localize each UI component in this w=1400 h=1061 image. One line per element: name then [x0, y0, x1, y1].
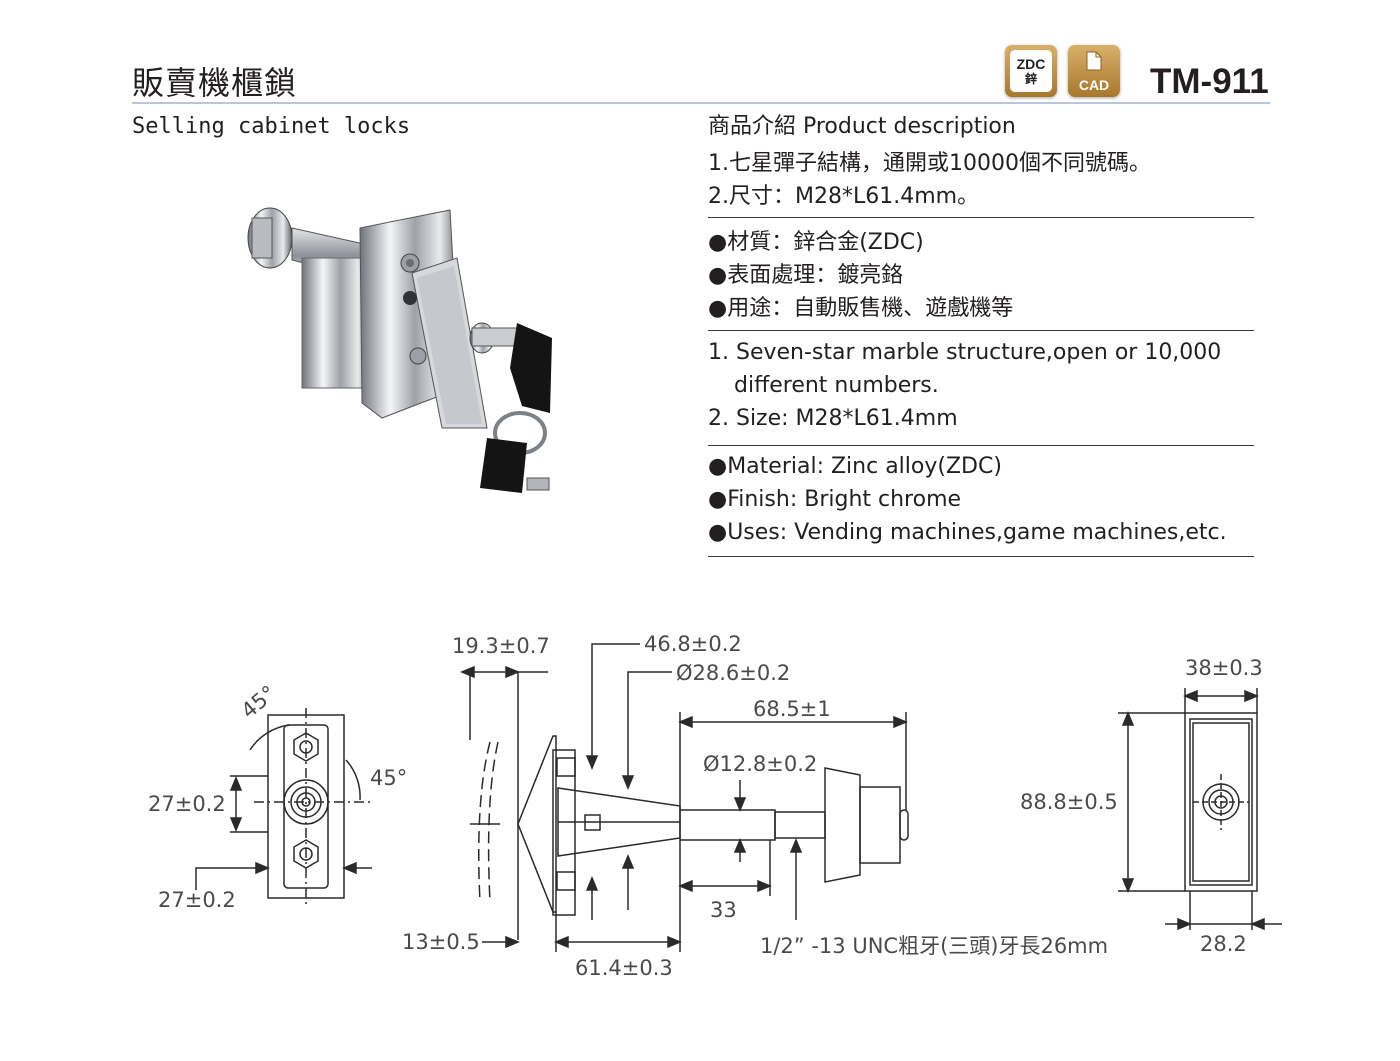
list-item: ●表面處理：鍍亮鉻 — [708, 263, 904, 288]
rear-view — [1118, 688, 1282, 931]
badge-zdc-label: ZDC — [1016, 55, 1046, 72]
badge-cad-label: CAD — [1078, 77, 1110, 93]
dim-thread-note: 1/2” -13 UNC粗牙(三頭)牙長26mm — [760, 934, 1109, 958]
dim-28-2: 28.2 — [1200, 932, 1247, 956]
section-divider — [708, 445, 1254, 446]
dim-61-4: 61.4±0.3 — [575, 956, 673, 980]
spec-en-list: ●Material: Zinc alloy(ZDC) ●Finish: Brig… — [708, 450, 1227, 549]
list-item: ●用途：自動販售機、遊戲機等 — [708, 296, 1014, 321]
list-item: 1. Seven-star marble structure,open or 1… — [708, 340, 1222, 365]
section-divider — [708, 556, 1254, 557]
description-en-list: 1. Seven-star marble structure,open or 1… — [708, 336, 1221, 435]
zdc-material-badge: ZDC 鋅 — [1005, 45, 1057, 97]
list-item: 2.尺寸：M28*L61.4mm。 — [708, 184, 980, 209]
product-photo — [247, 207, 552, 493]
model-number: TM-911 — [1150, 62, 1269, 101]
dim-28-6: Ø28.6±0.2 — [676, 661, 791, 685]
section-divider — [708, 217, 1254, 218]
dim-46-8: 46.8±0.2 — [644, 632, 742, 656]
dim-height-27-a: 27±0.2 — [148, 792, 226, 816]
page-title: 販賣機櫃鎖 — [132, 64, 298, 102]
dim-68-5: 68.5±1 — [753, 697, 831, 721]
description-heading: 商品介紹 Product description — [708, 114, 1016, 139]
dim-33: 33 — [710, 898, 737, 922]
list-item: ●Material: Zinc alloy(ZDC) — [708, 454, 1002, 479]
side-view — [460, 643, 909, 952]
dim-height-27-b: 27±0.2 — [158, 888, 236, 912]
list-item: ●Finish: Bright chrome — [708, 487, 962, 512]
description-zh-list: 1.七星彈子結構，通開或10000個不同號碼。 2.尺寸：M28*L61.4mm… — [708, 147, 1151, 213]
cad-download-badge[interactable]: CAD — [1068, 45, 1120, 97]
dim-angle-right: 45° — [370, 766, 408, 790]
technical-drawing — [195, 643, 1282, 952]
list-item: 2. Size: M28*L61.4mm — [708, 406, 958, 431]
document-icon — [1086, 51, 1102, 71]
dim-13: 13±0.5 — [402, 930, 480, 954]
badge-zinc-label: 鋅 — [1024, 71, 1037, 86]
spec-zh-list: ●材質：鋅合金(ZDC) ●表面處理：鍍亮鉻 ●用途：自動販售機、遊戲機等 — [708, 226, 1013, 325]
list-item: ●Uses: Vending machines,game machines,et… — [708, 520, 1227, 545]
list-item: 1.七星彈子結構，通開或10000個不同號碼。 — [708, 151, 1151, 176]
list-item: different numbers. — [734, 373, 939, 398]
list-item: ●材質：鋅合金(ZDC) — [708, 230, 924, 255]
dim-38: 38±0.3 — [1185, 656, 1263, 680]
section-divider — [708, 330, 1254, 331]
front-view — [195, 708, 372, 905]
dim-12-8: Ø12.8±0.2 — [703, 752, 818, 776]
page-subtitle: Selling cabinet locks — [132, 114, 411, 139]
dim-19-3: 19.3±0.7 — [452, 634, 550, 658]
title-divider — [132, 102, 1270, 104]
dim-88-8: 88.8±0.5 — [1020, 790, 1118, 814]
